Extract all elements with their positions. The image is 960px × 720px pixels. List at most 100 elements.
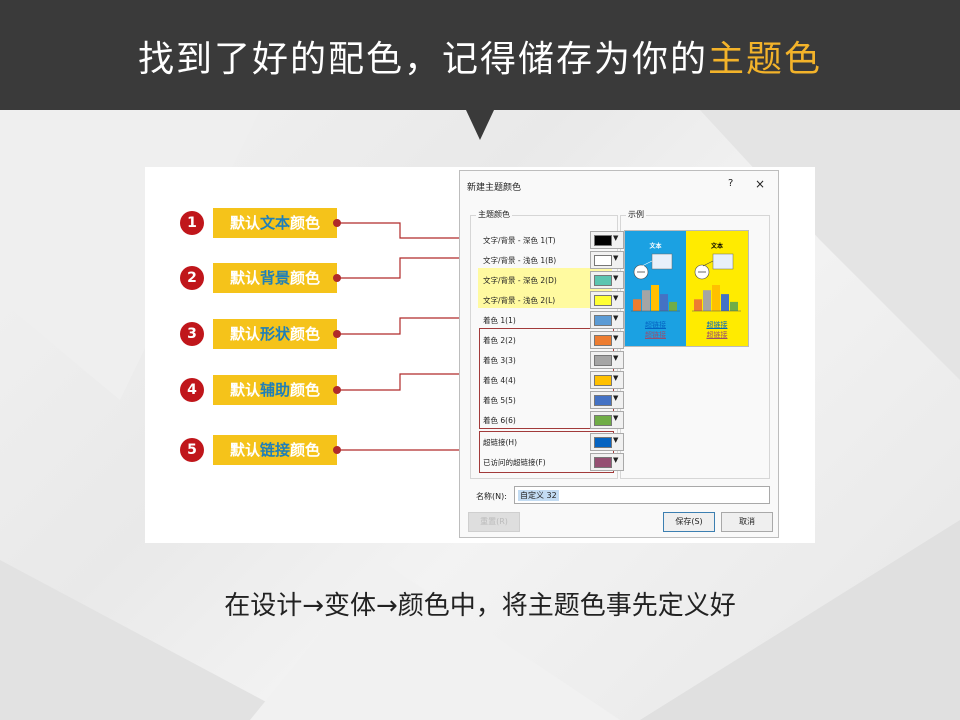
preview-bar	[712, 285, 720, 311]
connector-dot	[333, 219, 341, 227]
color-picker-button[interactable]: ▼	[590, 231, 624, 249]
name-input[interactable]: 自定义 32	[514, 486, 770, 504]
dropdown-caret-icon: ▼	[613, 436, 619, 444]
preview-hyperlink: 超链接	[645, 321, 666, 329]
step-number: 1	[180, 211, 204, 235]
new-theme-colors-dialog: 新建主题颜色 ? × 主题颜色 示例 文字/背景 - 深色 1(T) ▼ 文字/背景…	[459, 170, 779, 538]
preview-bar	[694, 299, 702, 311]
color-row-label: 着色 4(4)	[483, 376, 516, 385]
preview-dark-graphic	[631, 253, 680, 312]
color-row: 已访问的超链接(F)▼	[480, 453, 624, 471]
dropdown-caret-icon: ▼	[613, 254, 619, 262]
preview-dark: 文本 超链接 超链接	[625, 231, 686, 346]
color-row-label: 超链接(H)	[483, 438, 517, 447]
tag-keyword: 背景	[259, 269, 290, 287]
color-swatch	[594, 275, 612, 286]
tag-keyword: 链接	[259, 441, 290, 459]
step-number: 3	[180, 322, 204, 346]
color-picker-button[interactable]: ▼	[590, 291, 624, 309]
step-tag: 默认链接颜色	[213, 435, 337, 465]
cancel-button[interactable]: 取消	[721, 512, 773, 532]
color-row-label: 着色 3(3)	[483, 356, 516, 365]
preview-bar	[669, 301, 677, 311]
color-row-label: 文字/背景 - 深色 1(T)	[483, 236, 556, 245]
color-picker-button[interactable]: ▼	[590, 351, 624, 369]
preview-bar	[703, 290, 711, 311]
color-swatch	[594, 395, 612, 406]
color-picker-button[interactable]: ▼	[590, 433, 624, 451]
highlight-dark2-light2	[478, 268, 612, 308]
dropdown-caret-icon: ▼	[613, 274, 619, 282]
reset-button[interactable]: 重置(R)	[468, 512, 520, 532]
page-title: 找到了好的配色，记得储存为你的主题色	[0, 36, 960, 84]
banner-pointer	[466, 110, 494, 140]
dropdown-caret-icon: ▼	[613, 234, 619, 242]
step-tag: 默认文本颜色	[213, 208, 337, 238]
step-number: 5	[180, 438, 204, 462]
tag-prefix: 默认	[229, 325, 260, 343]
dropdown-caret-icon: ▼	[613, 456, 619, 464]
caption: 在设计→变体→颜色中，将主题色事先定义好	[224, 591, 736, 621]
color-row-label: 着色 5(5)	[483, 396, 516, 405]
pointer-line	[641, 260, 653, 267]
color-swatch	[594, 437, 612, 448]
title-text: 找到了好的配色，记得储存为你的	[137, 39, 708, 80]
color-row: 着色 4(4) ▼	[480, 371, 624, 389]
picture-box	[651, 253, 673, 270]
color-picker-button[interactable]: ▼	[590, 331, 624, 349]
step-tag: 默认背景颜色	[213, 263, 337, 293]
dropdown-caret-icon: ▼	[613, 334, 619, 342]
theme-colors-label: 主题颜色	[476, 209, 512, 220]
preview-light-graphic	[692, 253, 741, 312]
color-picker-button[interactable]: ▼	[590, 391, 624, 409]
name-label: 名称(N):	[476, 492, 507, 501]
name-value: 自定义 32	[518, 490, 559, 501]
color-picker-button[interactable]: ▼	[590, 371, 624, 389]
theme-preview: 文本 超链接 超链接 文本 超链接 超链接	[624, 230, 749, 347]
tag-keyword: 文本	[259, 214, 290, 232]
preview-bar	[651, 285, 659, 311]
tag-prefix: 默认	[229, 214, 260, 232]
color-row-label: 文字/背景 - 浅色 2(L)	[483, 296, 556, 305]
tag-keyword: 形状	[259, 325, 290, 343]
save-button[interactable]: 保存(S)	[663, 512, 715, 532]
close-button[interactable]: ×	[755, 177, 766, 191]
color-picker-button[interactable]: ▼	[590, 311, 624, 329]
tag-suffix: 颜色	[290, 381, 321, 399]
color-row: 着色 1(1)▼	[480, 311, 624, 329]
color-row-label: 着色 2(2)	[483, 336, 516, 345]
color-swatch	[594, 315, 612, 326]
dropdown-caret-icon: ▼	[613, 354, 619, 362]
preview-bar	[633, 299, 641, 311]
help-button[interactable]: ?	[728, 178, 734, 189]
preview-bar	[730, 301, 738, 311]
tag-suffix: 颜色	[290, 214, 321, 232]
preview-label: 示例	[626, 209, 646, 220]
color-swatch	[594, 457, 612, 468]
color-row: 超链接(H) ▼	[480, 433, 624, 451]
dialog-title: 新建主题颜色	[467, 183, 522, 193]
color-row: 着色 5(5) ▼	[480, 391, 624, 409]
preview-bar	[660, 294, 668, 311]
tag-prefix: 默认	[229, 441, 260, 459]
dropdown-caret-icon: ▼	[613, 374, 619, 382]
color-picker-button[interactable]: ▼	[590, 411, 624, 429]
pointer-line	[702, 260, 714, 267]
preview-text: 文本	[649, 243, 662, 250]
preview-visited-link: 超链接	[706, 331, 728, 339]
color-swatch	[594, 235, 612, 246]
tag-suffix: 颜色	[290, 269, 321, 287]
color-swatch	[594, 295, 612, 306]
color-picker-button[interactable]: ▼	[590, 251, 624, 269]
picture-box	[712, 253, 734, 270]
color-picker-button[interactable]: ▼	[590, 271, 624, 289]
color-row: 着色 6(6)▼	[480, 411, 624, 429]
tag-suffix: 颜色	[290, 325, 321, 343]
step-number: 4	[180, 378, 204, 402]
dropdown-caret-icon: ▼	[613, 414, 619, 422]
step-tag: 默认形状颜色	[213, 319, 337, 349]
preview-bar	[721, 294, 729, 311]
step-tag: 默认辅助颜色	[213, 375, 337, 405]
color-picker-button[interactable]: ▼	[590, 453, 624, 471]
